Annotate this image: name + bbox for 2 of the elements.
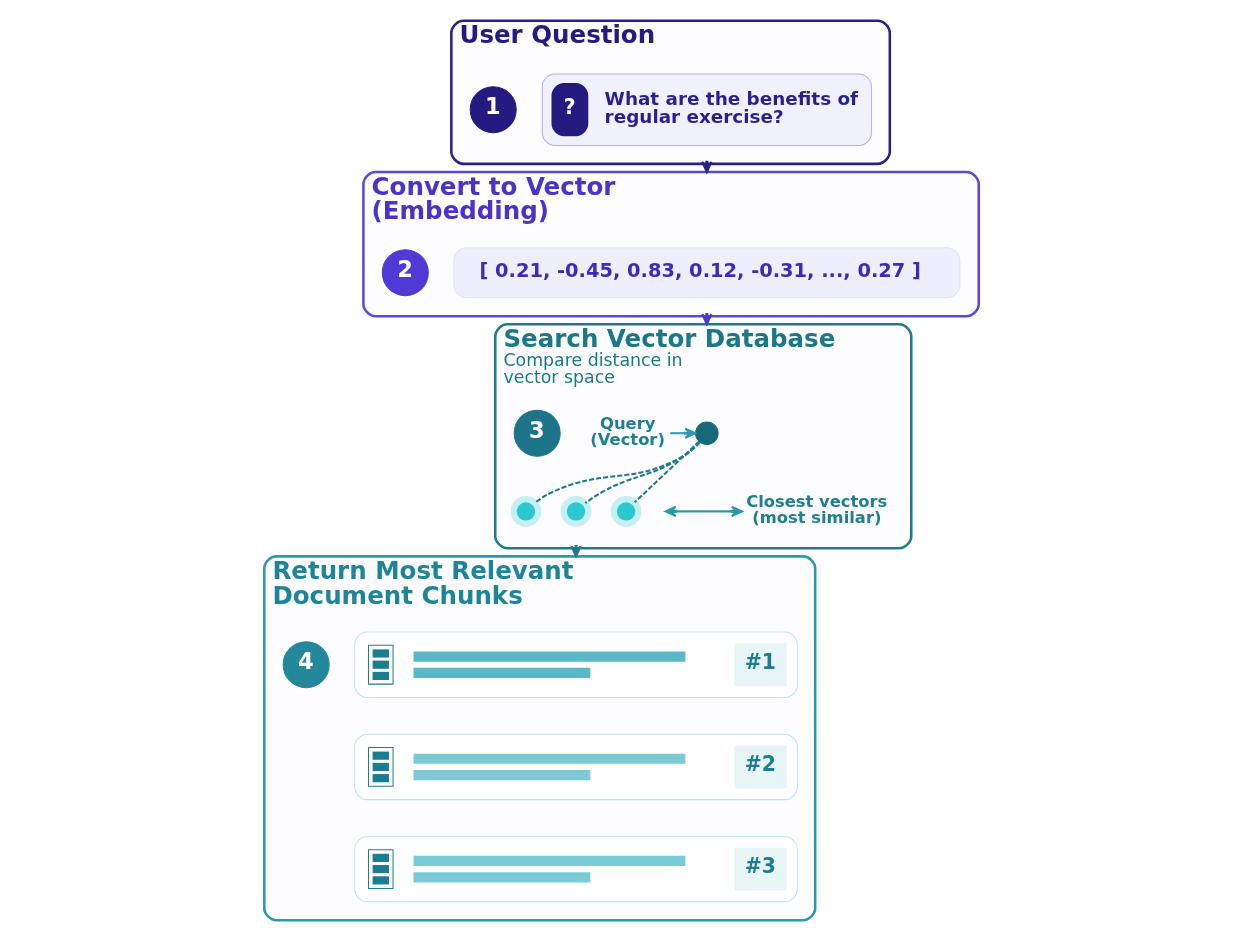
node-text: Closest vectors (most similar) (745, 492, 887, 528)
node-text: Query (Vector) (589, 413, 665, 450)
